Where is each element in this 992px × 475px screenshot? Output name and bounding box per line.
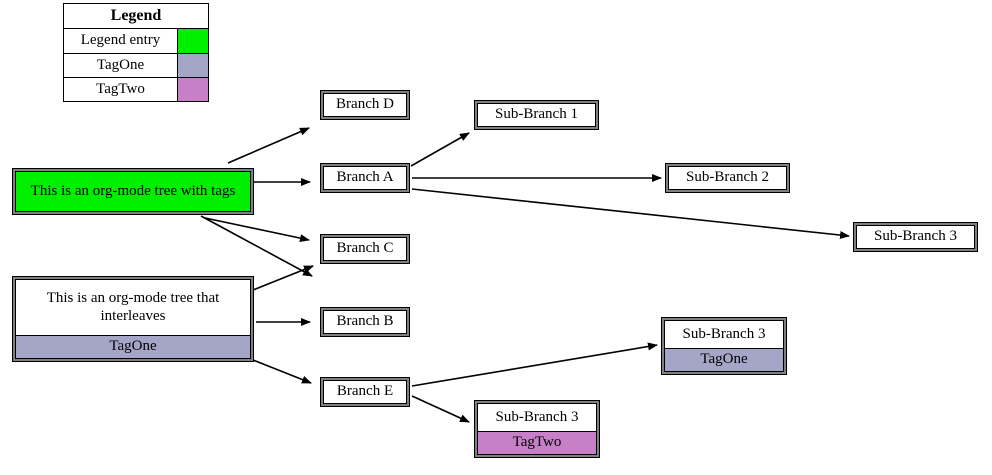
node-sub-branch-2-title: Sub-Branch 2 bbox=[686, 169, 769, 186]
node-branch-a-inner: Branch A bbox=[323, 166, 407, 190]
node-branch-b-title: Branch B bbox=[336, 313, 394, 330]
legend-label-tagtwo: TagTwo bbox=[63, 76, 178, 103]
node-root-green[interactable]: This is an org-mode tree with tags bbox=[12, 168, 254, 215]
edge-root-green-to-branch-d bbox=[227, 127, 310, 164]
node-branch-a[interactable]: Branch A bbox=[320, 163, 410, 193]
node-branch-b[interactable]: Branch B bbox=[320, 307, 410, 337]
node-root-interleaves-inner: This is an org-mode tree that interleave… bbox=[15, 279, 251, 359]
edge-root-green-to-branch-c bbox=[204, 217, 310, 243]
node-sub-branch-3-right[interactable]: Sub-Branch 3 bbox=[853, 222, 978, 252]
legend-swatch-tagtwo bbox=[177, 76, 209, 103]
node-root-interleaves-title: This is an org-mode tree that interleave… bbox=[16, 280, 250, 337]
legend-label-entry: Legend entry bbox=[63, 28, 178, 54]
node-sub-branch-1[interactable]: Sub-Branch 1 bbox=[474, 100, 599, 130]
legend-row-tagone: TagOne bbox=[63, 52, 209, 78]
node-sub-branch-3-tagtwo-inner: Sub-Branch 3 TagTwo bbox=[477, 403, 597, 455]
edge-branch-e-to-sub-branch-3-tagone bbox=[411, 342, 658, 387]
node-branch-d-title: Branch D bbox=[336, 96, 394, 113]
node-sub-branch-3-tagtwo[interactable]: Sub-Branch 3 TagTwo bbox=[474, 400, 600, 458]
edge-root-interleaves-to-branch-e bbox=[252, 359, 312, 384]
node-branch-c-title: Branch C bbox=[336, 240, 394, 257]
node-sub-branch-3-tagone-tag: TagOne bbox=[665, 349, 783, 371]
node-sub-branch-3-tagone-inner: Sub-Branch 3 TagOne bbox=[664, 320, 784, 372]
edge-root-green-to-branch-b bbox=[200, 215, 313, 277]
node-branch-d[interactable]: Branch D bbox=[320, 90, 410, 120]
node-root-interleaves-tag: TagOne bbox=[16, 336, 250, 358]
node-root-green-title: This is an org-mode tree with tags bbox=[30, 182, 236, 199]
node-sub-branch-3-tagone[interactable]: Sub-Branch 3 TagOne bbox=[661, 317, 787, 375]
node-root-green-inner: This is an org-mode tree with tags bbox=[15, 171, 251, 212]
node-branch-a-title: Branch A bbox=[336, 169, 394, 186]
edge-branch-e-to-sub-branch-3-tagtwo bbox=[411, 395, 470, 423]
node-sub-branch-3-tagtwo-tag: TagTwo bbox=[478, 432, 596, 454]
node-branch-c[interactable]: Branch C bbox=[320, 234, 410, 264]
node-branch-c-inner: Branch C bbox=[323, 237, 407, 261]
legend-title: Legend bbox=[63, 2, 209, 30]
node-root-interleaves[interactable]: This is an org-mode tree that interleave… bbox=[12, 276, 254, 362]
edge-branch-a-to-sub-branch-3-right bbox=[411, 188, 850, 240]
node-branch-e-inner: Branch E bbox=[323, 380, 407, 404]
node-branch-e[interactable]: Branch E bbox=[320, 377, 410, 407]
legend-table: Legend Legend entry TagOne TagTwo bbox=[63, 2, 209, 103]
node-sub-branch-2[interactable]: Sub-Branch 2 bbox=[665, 163, 790, 193]
edge-root-interleaves-to-branch-c bbox=[252, 265, 314, 291]
legend-header-row: Legend bbox=[63, 2, 209, 30]
legend-row-tagtwo: TagTwo bbox=[63, 76, 209, 103]
node-branch-e-title: Branch E bbox=[336, 383, 394, 400]
node-sub-branch-2-inner: Sub-Branch 2 bbox=[668, 166, 787, 190]
node-branch-d-inner: Branch D bbox=[323, 93, 407, 117]
edge-branch-a-to-sub-branch-1 bbox=[410, 132, 470, 167]
legend-row-entry: Legend entry bbox=[63, 28, 209, 54]
node-sub-branch-3-tagone-title: Sub-Branch 3 bbox=[665, 321, 783, 350]
legend-label-tagone: TagOne bbox=[63, 52, 178, 78]
node-sub-branch-3-right-title: Sub-Branch 3 bbox=[874, 228, 957, 245]
legend-swatch-entry bbox=[177, 28, 209, 54]
legend-swatch-tagone bbox=[177, 52, 209, 78]
node-sub-branch-3-right-inner: Sub-Branch 3 bbox=[856, 225, 975, 249]
node-sub-branch-3-tagtwo-title: Sub-Branch 3 bbox=[478, 404, 596, 433]
node-sub-branch-1-title: Sub-Branch 1 bbox=[495, 106, 578, 123]
node-branch-b-inner: Branch B bbox=[323, 310, 407, 334]
node-sub-branch-1-inner: Sub-Branch 1 bbox=[477, 103, 596, 127]
